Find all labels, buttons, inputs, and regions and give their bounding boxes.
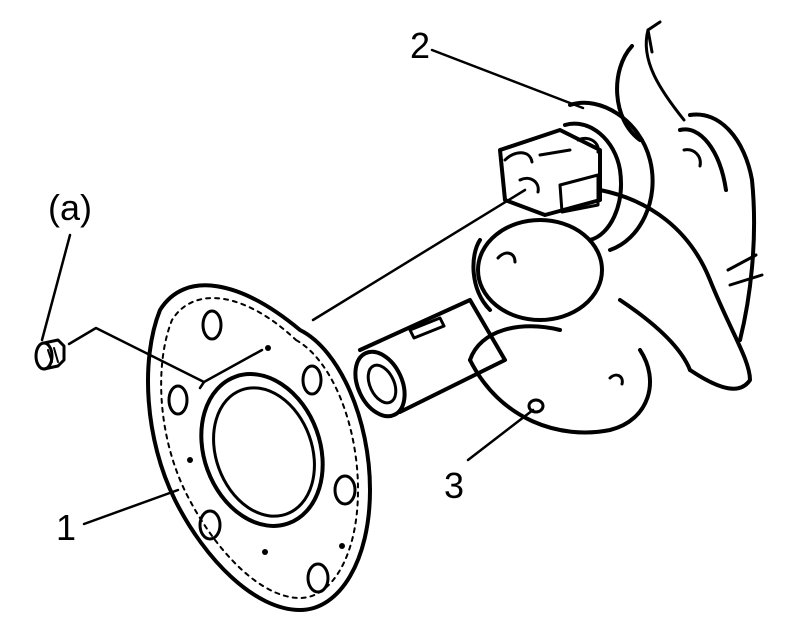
leader-2 — [430, 48, 585, 110]
leader-3 — [466, 408, 535, 462]
leader-a — [40, 233, 72, 342]
crankshaft — [353, 20, 764, 435]
plate-alignment-line — [311, 188, 527, 322]
sensor-lead — [646, 20, 662, 54]
bolt-alignment-line — [67, 326, 264, 384]
leader-1 — [82, 488, 180, 526]
bolt — [34, 338, 66, 371]
label-bolt-a: (a) — [48, 187, 92, 228]
sensor-plate — [146, 283, 372, 612]
label-part-1: 1 — [56, 507, 76, 548]
label-part-3: 3 — [444, 465, 464, 506]
dowel-pin — [527, 398, 545, 414]
leader-lines — [40, 48, 585, 526]
label-part-2: 2 — [410, 25, 430, 66]
